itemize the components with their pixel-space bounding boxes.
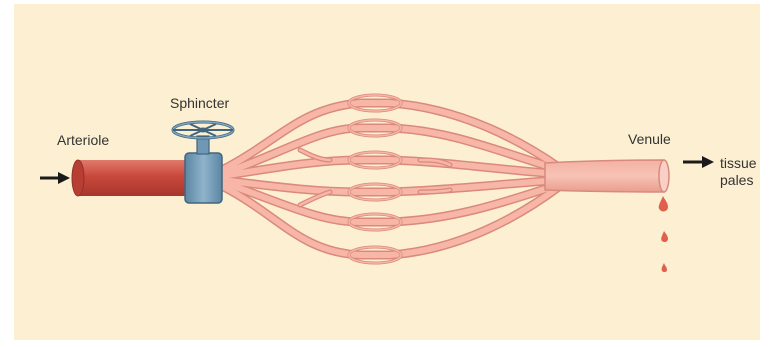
venule-vessel [545, 160, 669, 192]
inflow-arrow-icon [40, 172, 70, 184]
blood-drop-icon [659, 196, 668, 272]
tissue-pales-label: tissue pales [720, 155, 764, 189]
arteriole-vessel [72, 160, 190, 196]
outflow-arrow-icon [683, 156, 714, 168]
capillary-network [222, 95, 560, 263]
arteriole-label: Arteriole [57, 132, 109, 148]
venule-label: Venule [628, 131, 671, 147]
sphincter-label: Sphincter [170, 95, 229, 111]
